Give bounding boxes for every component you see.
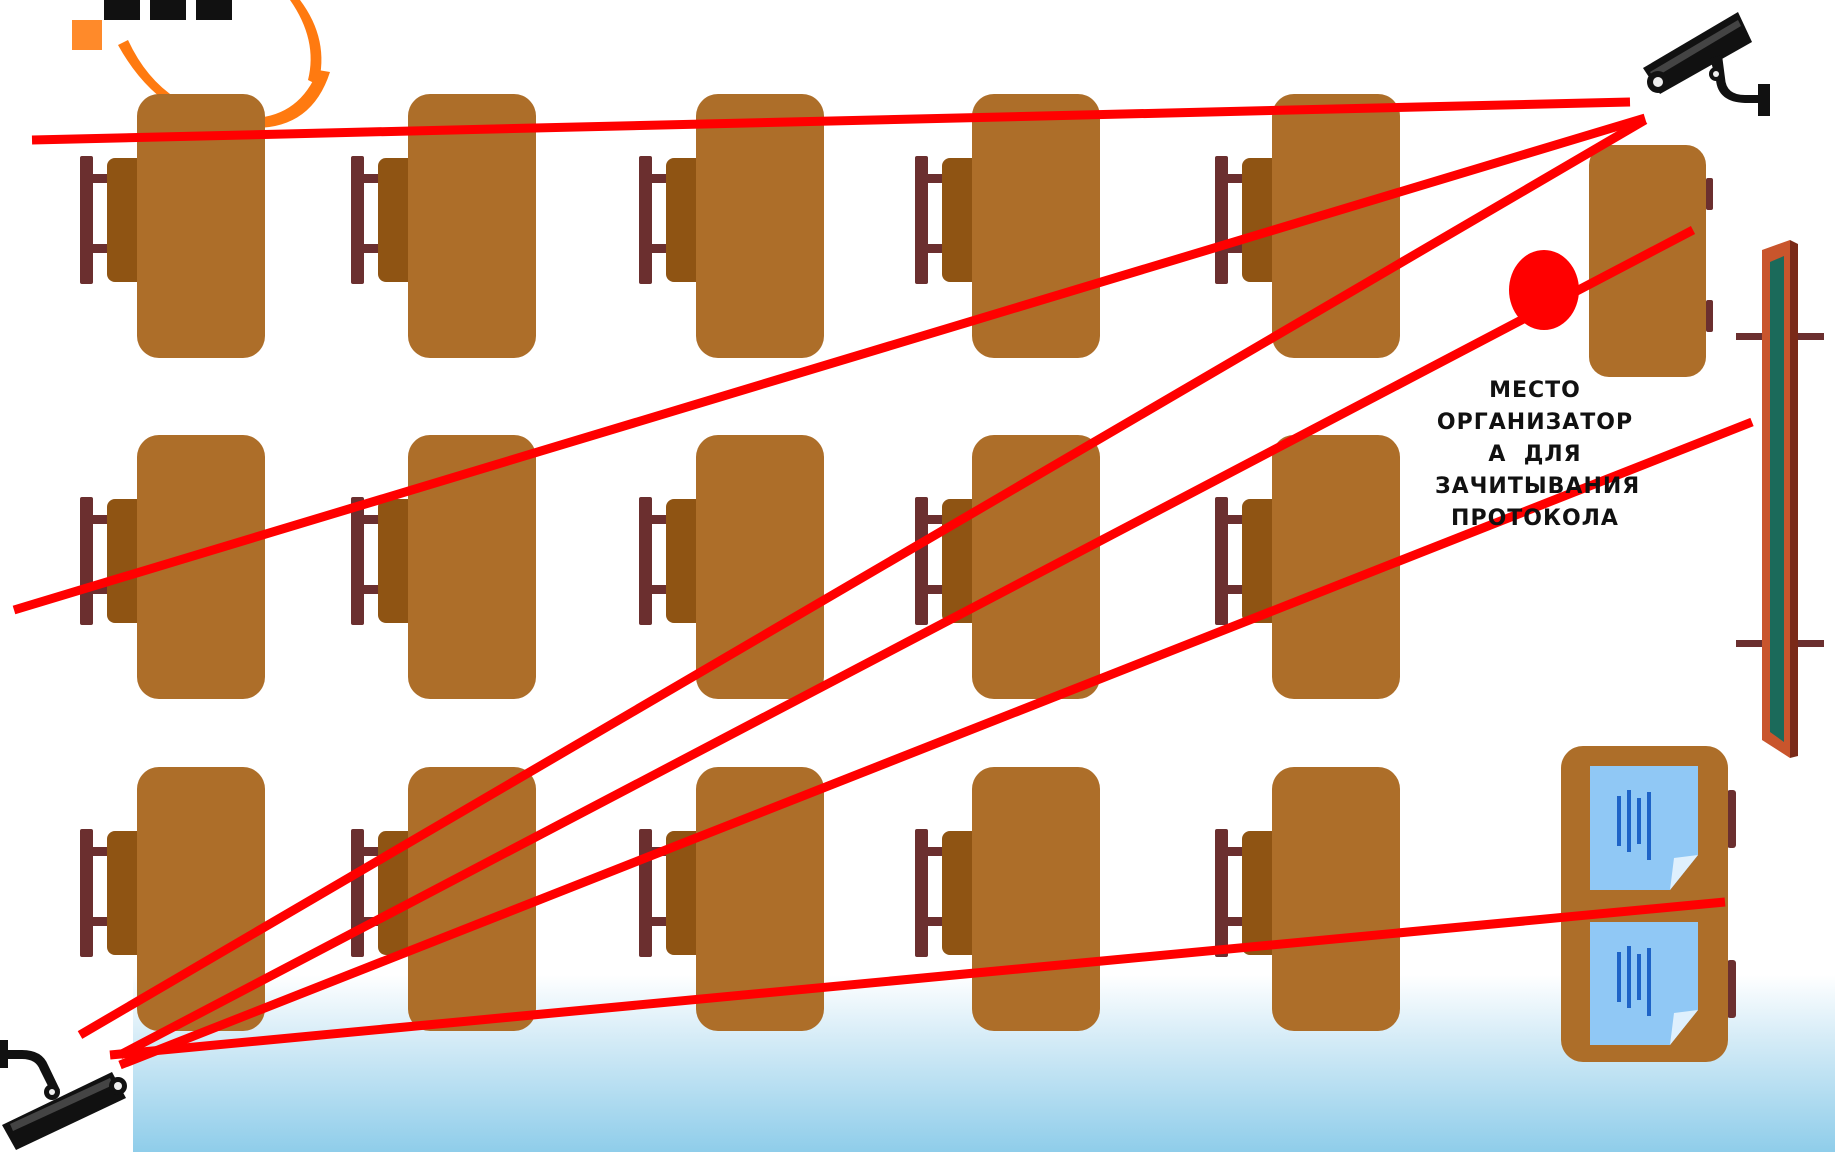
chair-rail [80,917,110,926]
chair-rail [915,515,945,524]
logo-icon [72,0,330,129]
chair-rail [639,515,669,524]
student-desk [80,767,265,1031]
sight-line [117,226,1696,1059]
camera-sight-lines [12,97,1754,1070]
student-desk [639,435,824,699]
blackboard [1736,240,1824,758]
chair-rail [80,847,110,856]
organizer-note: МЕСТО ОРГАНИЗАТОР А ДЛЯ ЗАЧИТЫВАНИЯ ПРОТ… [1435,375,1641,535]
chair-rail [1215,515,1245,524]
organizer-marker-icon [1509,250,1579,330]
desk-top [972,435,1100,699]
desk-top [1272,435,1400,699]
chair-rail [915,585,945,594]
chair-rail [915,174,945,183]
chair-rail [351,847,381,856]
desk-top [137,435,265,699]
desk-top [137,767,265,1031]
chair-rail [639,585,669,594]
chair-rail [1215,174,1245,183]
chair-rail [915,847,945,856]
sight-line [12,113,1647,615]
sight-line [109,897,1726,1060]
chair-rail [639,174,669,183]
chair-rail [351,515,381,524]
organizer-note-line: ОРГАНИЗАТОР [1436,410,1634,435]
document-table [1561,746,1736,1062]
chair-rail [639,244,669,253]
desk-top [408,94,536,358]
organizer-desk [1589,145,1713,377]
chair-rail [80,174,110,183]
student-desk [915,94,1100,358]
organizer-note-line: ЗАЧИТЫВАНИЯ [1435,474,1641,499]
chair-rail [351,174,381,183]
chair-rail [915,244,945,253]
desk-top [972,767,1100,1031]
chair-rail [351,244,381,253]
student-desk [80,435,265,699]
chair-rail [80,515,110,524]
sight-line [77,116,1648,1039]
chair-rail [351,585,381,594]
camera-icon [0,1040,127,1150]
camera-icon [1643,12,1770,116]
desk-top [408,767,536,1031]
desk-top [137,94,265,358]
desk-top [1272,94,1400,358]
organizer-note-line: А ДЛЯ [1488,442,1582,467]
desk-top [696,435,824,699]
chair-rail [639,917,669,926]
organizer-note-line: МЕСТО [1489,378,1581,403]
chair-rail [80,244,110,253]
desk-top [696,767,824,1031]
desk-top [1272,767,1400,1031]
student-desk [1215,767,1400,1031]
chair-rail [1215,585,1245,594]
desk-top [408,435,536,699]
document-icon [1590,922,1698,1045]
student-desk [351,767,536,1031]
chair-rail [915,917,945,926]
student-desk [915,435,1100,699]
organizer-note-line: ПРОТОКОЛА [1451,506,1619,531]
chair-rail [1215,244,1245,253]
student-desk [351,94,536,358]
student-desk [1215,94,1400,358]
student-desk [639,94,824,358]
student-desk [915,767,1100,1031]
document-icon [1590,766,1698,890]
chair-rail [1215,847,1245,856]
sight-line [31,97,1631,145]
student-desk [80,94,265,358]
student-desks [80,94,1400,1031]
student-desk [351,435,536,699]
chair-rail [1215,917,1245,926]
desk-top [696,94,824,358]
sight-line [118,417,1754,1070]
student-desk [1215,435,1400,699]
